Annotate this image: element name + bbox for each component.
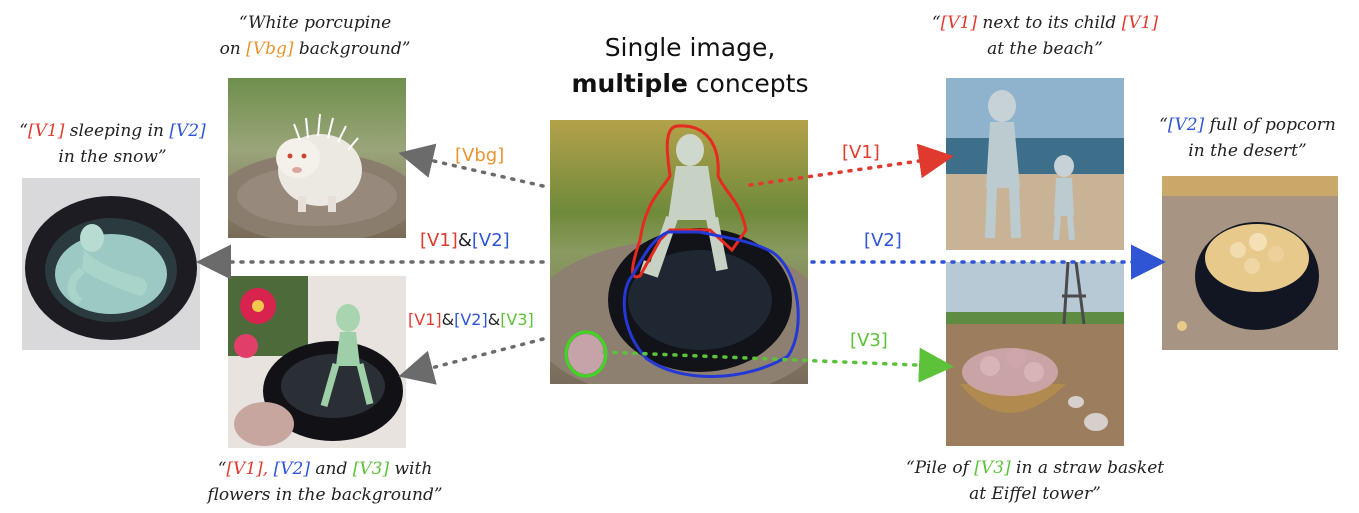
input-figure-illustration: [550, 120, 808, 384]
token-v2: [V2]: [471, 230, 510, 251]
caption-child: “[V1] next to its child [V1] at the beac…: [895, 10, 1195, 62]
token-v2: [V2]: [169, 121, 206, 141]
caption-sleeping-line2: in the snow”: [58, 147, 167, 167]
diagram-title: Single image, multiple concepts: [560, 30, 820, 102]
title-line-2: multiple concepts: [560, 66, 820, 102]
arrow-v1-v2-v3: [398, 337, 545, 385]
title-line-2-rest: concepts: [687, 69, 809, 98]
arrow-label-v1: [V1]: [842, 142, 880, 163]
caption-text: next to its child: [976, 13, 1122, 33]
image-sleeping-snow: [22, 178, 200, 350]
arrow-v3: [602, 347, 954, 383]
caption-flowers-line2: flowers in the background”: [207, 485, 443, 505]
image-popcorn-desert: [1162, 176, 1338, 350]
arrow-v1: [748, 143, 954, 187]
token-v3: [V3]: [352, 459, 390, 479]
caption-text: and: [309, 459, 353, 479]
token-v3: [V3]: [500, 310, 534, 329]
token-v1: [V1]: [940, 13, 977, 33]
caption-porcupine-line2: on [Vbg] background”: [200, 36, 430, 62]
caption-popcorn-line1: “[V2] full of popcorn: [1140, 112, 1355, 138]
caption-popcorn: “[V2] full of popcorn in the desert”: [1140, 112, 1355, 164]
token-v2: [V2]: [273, 459, 310, 479]
caption-text: background”: [293, 39, 411, 59]
snow-bowl-illustration: [22, 178, 200, 350]
image-input-concepts: [550, 120, 808, 384]
caption-text: “: [19, 121, 28, 141]
caption-sleeping: “[V1] sleeping in [V2] in the snow”: [0, 118, 225, 170]
caption-child-line2: at the beach”: [987, 39, 1103, 59]
caption-porcupine-line1: “White porcupine: [238, 13, 392, 33]
caption-basket-line1: “Pile of [V3] in a straw basket: [880, 455, 1190, 481]
popcorn-illustration: [1162, 176, 1338, 350]
caption-text: “: [1159, 115, 1168, 135]
arrow-vbg: [398, 143, 545, 188]
arrow-label-v3: [V3]: [850, 330, 888, 351]
token-v1: [V1]: [27, 121, 65, 141]
caption-flowers-line1: “[V1], [V2] and [V3] with: [180, 456, 470, 482]
beach-illustration: [946, 78, 1124, 250]
caption-text: with: [389, 459, 433, 479]
ampersand: &: [457, 230, 472, 251]
flowers-illustration: [228, 276, 406, 448]
arrow-label-v1-v2-v3: [V1]&[V2]&[V3]: [408, 310, 534, 329]
caption-text: sleeping in: [64, 121, 170, 141]
token-v3: [V3]: [974, 458, 1011, 478]
caption-text: on: [219, 39, 247, 59]
arrow-label-v1-v2: [V1]&[V2]: [420, 230, 510, 251]
token-v1: [V1]: [420, 230, 458, 251]
token-v2: [V2]: [1167, 115, 1205, 135]
caption-comma: ,: [262, 459, 274, 479]
caption-basket-line2: at Eiffel tower”: [969, 484, 1101, 504]
token-v1: [V1]: [1121, 13, 1159, 33]
token-vbg: [Vbg]: [246, 39, 294, 59]
porcupine-illustration: [228, 78, 406, 238]
token-v2: [V2]: [454, 310, 488, 329]
title-bold-word: multiple: [571, 69, 688, 98]
image-flowers-background: [228, 276, 406, 448]
basket-illustration: [946, 262, 1124, 446]
caption-text: “Pile of: [905, 458, 975, 478]
caption-text: full of popcorn: [1204, 115, 1336, 135]
caption-sleeping-line1: “[V1] sleeping in [V2]: [0, 118, 225, 144]
image-white-porcupine: [228, 78, 406, 238]
caption-text: “: [931, 13, 941, 33]
token-v1: [V1]: [408, 310, 442, 329]
image-beach-child: [946, 78, 1124, 250]
caption-child-line1: “[V1] next to its child [V1]: [895, 10, 1195, 36]
ampersand: &: [441, 310, 455, 329]
arrow-label-vbg: [Vbg]: [455, 145, 505, 166]
ampersand: &: [487, 310, 501, 329]
token-v1: [V1]: [226, 459, 263, 479]
caption-basket: “Pile of [V3] in a straw basket at Eiffe…: [880, 455, 1190, 507]
arrow-label-v2: [V2]: [864, 230, 902, 251]
caption-porcupine: “White porcupine on [Vbg] background”: [200, 10, 430, 62]
image-basket-eiffel: [946, 262, 1124, 446]
title-line-1: Single image,: [604, 33, 776, 62]
caption-popcorn-line2: in the desert”: [1188, 141, 1307, 161]
caption-text: in a straw basket: [1010, 458, 1165, 478]
caption-text: “: [217, 459, 227, 479]
caption-flowers: “[V1], [V2] and [V3] with flowers in the…: [180, 456, 470, 508]
